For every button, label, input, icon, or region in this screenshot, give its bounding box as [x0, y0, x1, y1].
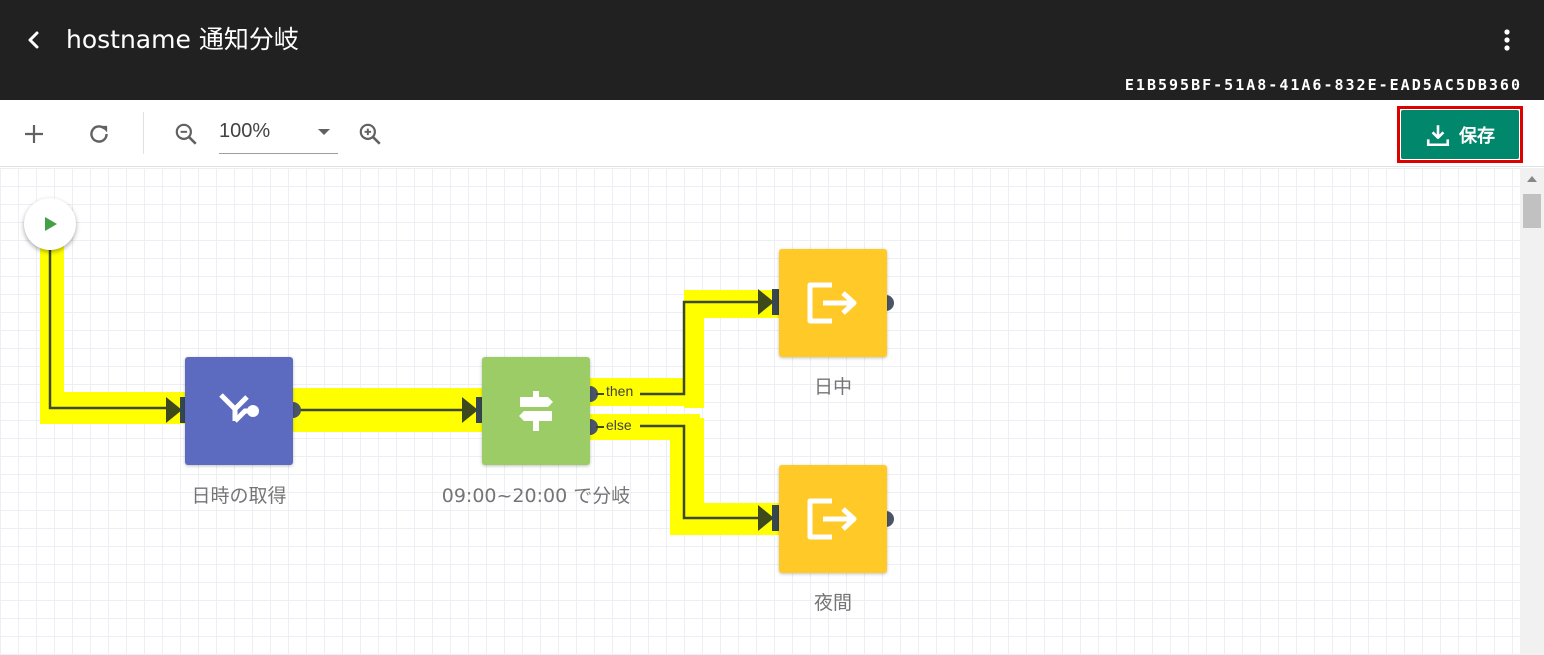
- exit-icon: [807, 282, 857, 324]
- flow-canvas[interactable]: 日時の取得 09:00~20:00 で分岐 then else 日中 夜間: [0, 168, 1520, 655]
- node-label: 夜間: [813, 592, 852, 614]
- connection-highlights: [40, 246, 784, 535]
- vertical-scrollbar[interactable]: [1520, 168, 1544, 655]
- more-vertical-icon: [1504, 29, 1510, 51]
- zoom-out-button[interactable]: [168, 116, 204, 152]
- refresh-icon: [90, 125, 108, 143]
- page-title: hostname 通知分岐: [66, 25, 299, 54]
- node-nighttime-exit[interactable]: [779, 465, 887, 573]
- port-label-else: else: [606, 417, 632, 433]
- node-daytime-exit[interactable]: [779, 249, 887, 357]
- start-button[interactable]: [24, 198, 76, 250]
- signpost-icon: [519, 391, 553, 431]
- plus-icon: [25, 125, 43, 143]
- back-button[interactable]: [20, 24, 48, 56]
- app-header: hostname 通知分岐 E1B595BF-51A8-41A6-832E-EA…: [0, 0, 1544, 100]
- save-button[interactable]: 保存: [1401, 110, 1519, 159]
- node-label: 09:00~20:00 で分岐: [441, 485, 631, 507]
- exit-icon: [807, 498, 857, 540]
- zoom-out-icon: [175, 123, 197, 145]
- download-icon: [1426, 124, 1450, 146]
- zoom-value: 100%: [219, 120, 271, 142]
- scroll-up-arrow[interactable]: [1527, 176, 1537, 182]
- more-menu-button[interactable]: [1494, 24, 1520, 56]
- node-label: 日時の取得: [191, 485, 287, 507]
- connection-wires: [48, 248, 770, 520]
- port-label-then: then: [606, 383, 634, 399]
- add-button[interactable]: [16, 116, 52, 152]
- input-connectors: [166, 289, 780, 531]
- save-highlight: [1397, 106, 1523, 163]
- toolbar-divider: [143, 112, 144, 154]
- node-get-datetime[interactable]: [185, 357, 293, 465]
- fork-icon: [219, 393, 259, 423]
- play-icon: [45, 217, 57, 231]
- zoom-select[interactable]: 100%: [219, 114, 338, 154]
- zoom-in-icon: [359, 123, 381, 145]
- chevron-left-icon: [28, 31, 39, 49]
- refresh-button[interactable]: [81, 116, 117, 152]
- zoom-in-button[interactable]: [352, 116, 388, 152]
- port-ticks: [596, 393, 604, 428]
- caret-down-icon: [318, 129, 330, 135]
- node-label: 日中: [813, 376, 852, 398]
- flow-connections: [40, 246, 894, 535]
- scroll-thumb[interactable]: [1523, 194, 1541, 228]
- save-label: 保存: [1459, 125, 1495, 147]
- toolbar: 100%: [0, 100, 1544, 167]
- flow-id: E1B595BF-51A8-41A6-832E-EAD5AC5DB360: [1124, 76, 1522, 94]
- node-time-branch[interactable]: [482, 357, 590, 465]
